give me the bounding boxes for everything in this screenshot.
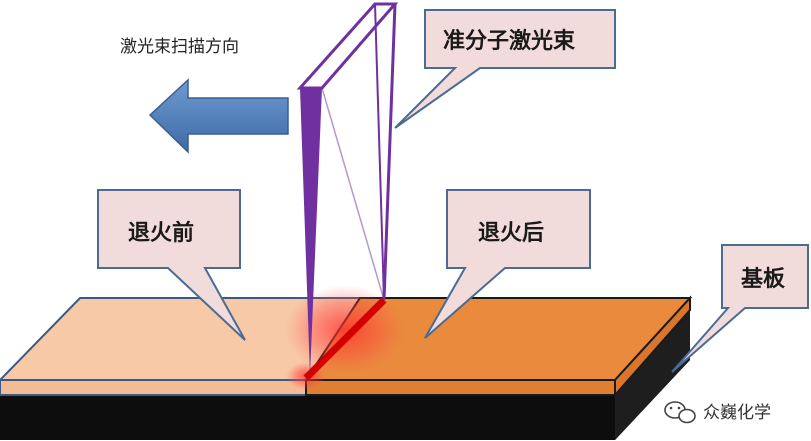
watermark-text: 众巍化学 bbox=[703, 403, 771, 423]
excimer-laser-beam bbox=[296, 2, 399, 375]
callout-substrate-text: 基板 bbox=[741, 267, 786, 292]
wechat-icon bbox=[664, 401, 696, 424]
film-after-anneal bbox=[304, 295, 693, 398]
scan-direction-label: 激光束扫描方向 bbox=[120, 37, 239, 57]
callout-after-anneal-text: 退火后 bbox=[478, 221, 544, 246]
callout-before-anneal: 退火前 bbox=[97, 189, 246, 341]
callout-substrate: 基板 bbox=[671, 244, 809, 373]
watermark: 众巍化学 bbox=[664, 401, 771, 424]
callout-before-anneal-text: 退火前 bbox=[128, 220, 194, 246]
laser-spot bbox=[285, 285, 405, 390]
film-before-anneal bbox=[0, 297, 362, 396]
callout-excimer-beam-text: 准分子激光束 bbox=[443, 28, 576, 54]
substrate-block bbox=[0, 310, 690, 440]
callout-after-anneal: 退火后 bbox=[424, 189, 591, 339]
callout-excimer-beam: 准分子激光束 bbox=[394, 9, 616, 129]
scan-direction-arrow bbox=[148, 78, 289, 154]
